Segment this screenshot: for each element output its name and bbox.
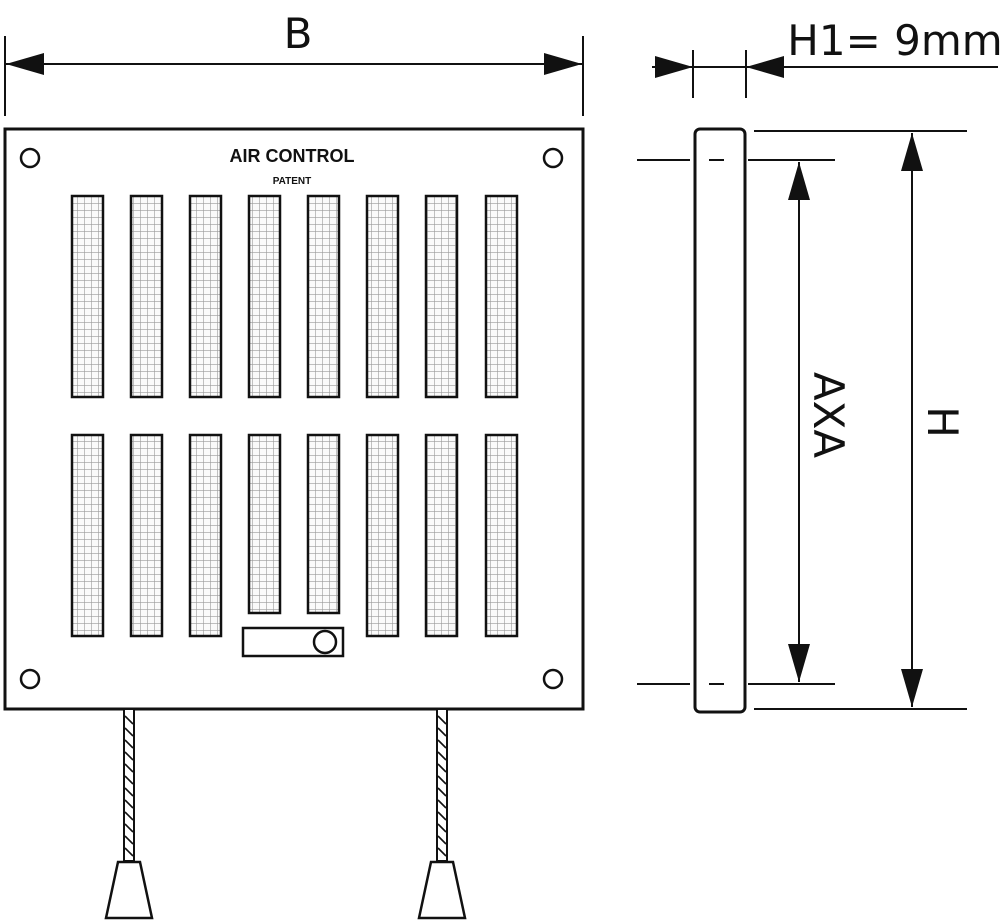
vent-slot — [188, 433, 223, 638]
arrow-left-icon — [6, 53, 44, 75]
arrow-right-icon — [544, 53, 582, 75]
brand-label: AIR CONTROL — [230, 146, 355, 166]
screw-hole-icon — [542, 668, 564, 690]
arrow-left-icon — [746, 56, 784, 78]
arrow-up-icon — [901, 133, 923, 171]
arrow-down-icon — [901, 669, 923, 707]
cord-weight-icon — [417, 860, 467, 920]
vent-slot — [424, 433, 459, 638]
flange-thickness-label: H1= 9mm — [787, 16, 1000, 65]
slot-row-bottom — [70, 433, 519, 638]
arrow-right-icon — [655, 56, 693, 78]
front-view: AIR CONTROL PATENT — [3, 127, 585, 711]
vent-slot — [129, 433, 164, 638]
sub-brand-label: PATENT — [273, 176, 312, 187]
vent-slot — [70, 433, 105, 638]
side-view: H1= 9mm AXA H — [637, 16, 1000, 714]
vent-slot — [188, 194, 223, 399]
width-dimension: B — [4, 9, 584, 116]
pull-cord-left — [104, 708, 154, 920]
cord-weight-icon — [104, 860, 154, 920]
vent-slot — [247, 433, 282, 615]
axis-distance-label: AXA — [804, 372, 853, 459]
vent-slot — [484, 433, 519, 638]
slider-knob-icon — [312, 629, 338, 655]
arrow-up-icon — [788, 162, 810, 200]
height-label: H — [918, 406, 967, 438]
screw-hole-icon — [19, 668, 41, 690]
vent-slot — [306, 194, 341, 399]
screw-hole-icon — [19, 147, 41, 169]
vent-slot — [129, 194, 164, 399]
slot-row-top — [70, 194, 519, 399]
pull-cord-right — [417, 708, 467, 920]
vent-slot — [306, 433, 341, 615]
grille-profile — [693, 127, 747, 714]
screw-hole-icon — [542, 147, 564, 169]
vent-slot — [247, 194, 282, 399]
vent-slot — [70, 194, 105, 399]
vent-slot — [365, 433, 400, 638]
slider-control — [241, 626, 345, 658]
vent-slot — [424, 194, 459, 399]
width-label: B — [284, 9, 313, 58]
vent-slot — [365, 194, 400, 399]
vent-slot — [484, 194, 519, 399]
arrow-down-icon — [788, 644, 810, 682]
